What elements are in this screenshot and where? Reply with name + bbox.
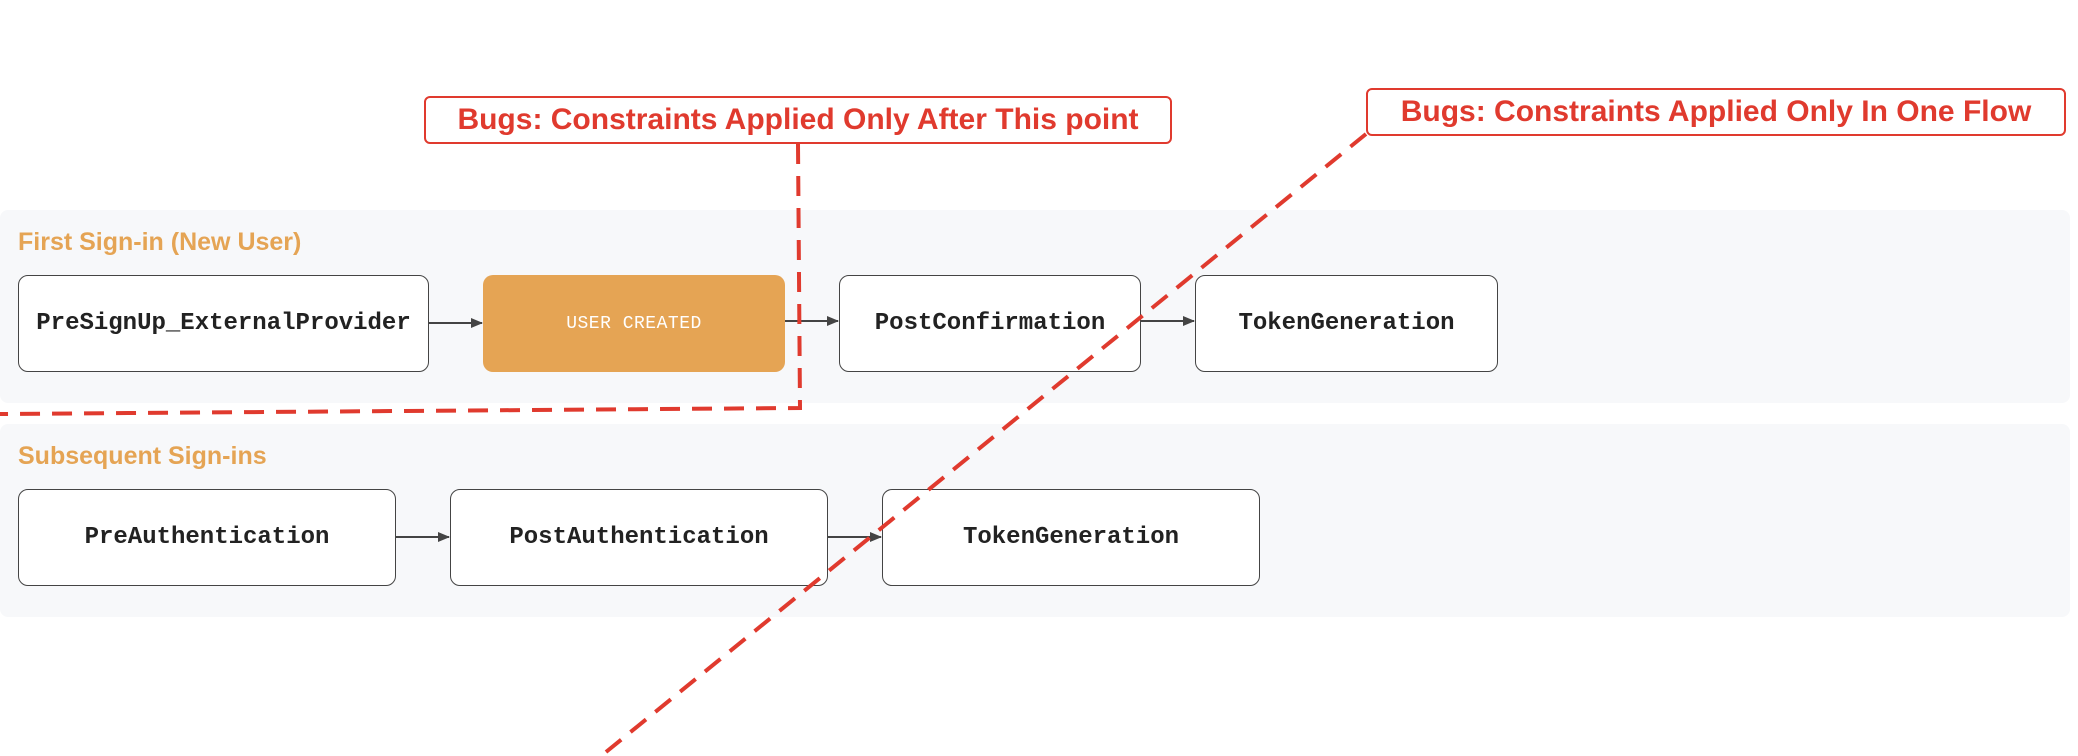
node-pre-authentication[interactable]: PreAuthentication [18, 489, 396, 586]
node-post-authentication[interactable]: PostAuthentication [450, 489, 828, 586]
callout-constraints-after-point: Bugs: Constraints Applied Only After Thi… [424, 96, 1172, 144]
lane-title-first-sign-in: First Sign-in (New User) [18, 228, 302, 256]
node-token-generation-subsequent[interactable]: TokenGeneration [882, 489, 1260, 586]
node-user-created[interactable]: USER CREATED [483, 275, 785, 372]
lane-title-subsequent-sign-ins: Subsequent Sign-ins [18, 442, 267, 470]
node-post-confirmation[interactable]: PostConfirmation [839, 275, 1141, 372]
callout-constraints-one-flow: Bugs: Constraints Applied Only In One Fl… [1366, 88, 2066, 136]
node-token-generation-first[interactable]: TokenGeneration [1195, 275, 1498, 372]
node-presignup-external-provider[interactable]: PreSignUp_ExternalProvider [18, 275, 429, 372]
